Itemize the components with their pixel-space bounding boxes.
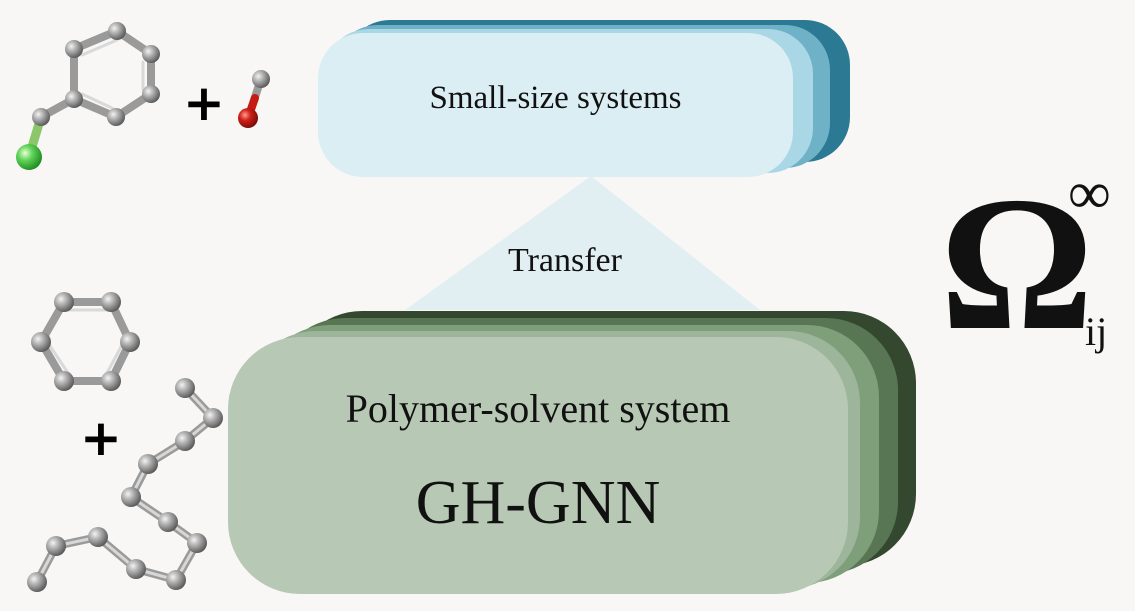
- transfer-cone: [405, 176, 760, 310]
- omega-symbol: Ω: [940, 157, 1094, 370]
- polymer-system-stack: [228, 311, 916, 594]
- chlorobenzyl-molecule-icon: [16, 22, 160, 170]
- small-systems-stack: [318, 20, 850, 177]
- plus-operator-top: +: [183, 74, 225, 132]
- transfer-label: Transfer: [508, 242, 622, 279]
- oxygen-molecule-icon: [238, 70, 270, 128]
- small-systems-label: Small-size systems: [429, 80, 682, 116]
- benzene-ring-icon: [31, 292, 140, 391]
- omega-superscript: ∞: [1068, 160, 1111, 226]
- polymer-chain-icon: [27, 378, 223, 592]
- polymer-system-label: Polymer-solvent system: [345, 386, 731, 431]
- model-name-label: GH-GNN: [415, 469, 661, 537]
- omega-subscript: ij: [1085, 309, 1108, 354]
- plus-operator-bottom: +: [80, 409, 122, 467]
